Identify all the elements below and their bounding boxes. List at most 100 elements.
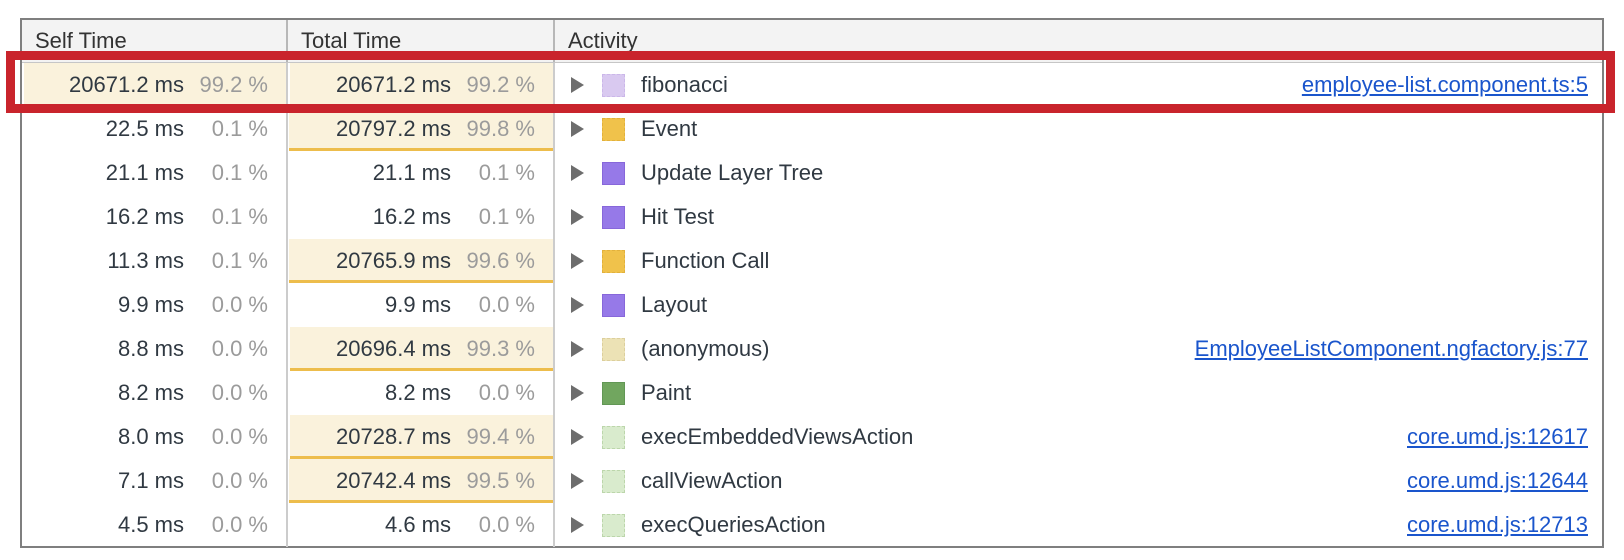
- time-percent-value: 0.1 %: [211, 204, 268, 229]
- category-swatch-icon: [602, 381, 625, 405]
- time-percent-value: 99.2 %: [466, 72, 536, 97]
- column-header-self-time[interactable]: Self Time: [22, 20, 288, 62]
- expand-arrow-icon[interactable]: [571, 165, 584, 181]
- expand-arrow-icon[interactable]: [571, 253, 584, 269]
- expand-arrow-icon[interactable]: [571, 429, 584, 445]
- expand-arrow-icon[interactable]: [571, 297, 584, 313]
- time-percent-value: 0.0 %: [211, 336, 268, 361]
- time-ms-value: 11.3 ms: [107, 248, 184, 273]
- activity-label: execEmbeddedViewsAction: [641, 424, 914, 449]
- category-swatch-icon: [602, 513, 625, 537]
- activity-label: (anonymous): [641, 336, 770, 361]
- activity-cell[interactable]: Layout: [555, 283, 1602, 327]
- activity-label: Paint: [641, 380, 692, 405]
- time-percent-value: 99.4 %: [466, 424, 536, 449]
- time-percent-value: 0.1 %: [211, 160, 268, 185]
- time-ms-value: 4.5 ms: [117, 512, 184, 537]
- category-swatch-icon: [602, 161, 625, 185]
- total-time-cell: 8.2 ms 0.0 %: [288, 371, 555, 415]
- activity-cell[interactable]: (anonymous) EmployeeListComponent.ngfacto…: [555, 327, 1602, 371]
- time-percent-value: 0.0 %: [211, 380, 268, 405]
- time-ms-value: 20742.4 ms: [336, 468, 451, 493]
- activity-cell[interactable]: Update Layer Tree: [555, 151, 1602, 195]
- time-ms-value: 20797.2 ms: [336, 116, 451, 141]
- expand-arrow-icon[interactable]: [571, 341, 584, 357]
- highlight-bar: [289, 239, 553, 283]
- expand-arrow-icon[interactable]: [571, 121, 584, 137]
- activity-label: Event: [641, 116, 698, 141]
- time-percent-value: 99.2 %: [199, 72, 269, 97]
- self-time-cell: 21.1 ms 0.1 %: [22, 151, 288, 195]
- expand-arrow-icon[interactable]: [571, 77, 584, 93]
- table-header-row: Self Time Total Time Activity: [22, 20, 1602, 63]
- time-percent-value: 99.3 %: [466, 336, 536, 361]
- time-percent-value: 0.1 %: [478, 204, 535, 229]
- category-swatch-icon: [602, 249, 625, 273]
- expand-arrow-icon[interactable]: [571, 209, 584, 225]
- time-ms-value: 9.9 ms: [117, 292, 184, 317]
- time-ms-value: 20671.2 ms: [336, 72, 451, 97]
- total-time-cell: 20728.7 ms 99.4 %: [288, 415, 555, 459]
- category-swatch-icon: [602, 469, 625, 493]
- time-ms-value: 21.1 ms: [105, 160, 184, 185]
- column-header-activity[interactable]: Activity: [568, 28, 638, 53]
- time-percent-value: 0.0 %: [211, 512, 268, 537]
- time-ms-value: 8.2 ms: [384, 380, 451, 405]
- source-link[interactable]: core.umd.js:12644: [1407, 468, 1588, 493]
- total-time-cell: 20671.2 ms 99.2 %: [288, 63, 555, 107]
- activity-cell[interactable]: Function Call: [555, 239, 1602, 283]
- activity-cell[interactable]: execEmbeddedViewsAction core.umd.js:12617: [555, 415, 1602, 459]
- activity-cell[interactable]: fibonacci employee-list.component.ts:5: [555, 63, 1602, 107]
- category-swatch-icon: [602, 425, 625, 449]
- activity-cell[interactable]: Event: [555, 107, 1602, 151]
- time-percent-value: 0.0 %: [478, 380, 535, 405]
- activity-label: Update Layer Tree: [641, 160, 824, 185]
- time-percent-value: 0.1 %: [478, 160, 535, 185]
- time-ms-value: 20728.7 ms: [336, 424, 451, 449]
- expand-arrow-icon[interactable]: [571, 385, 584, 401]
- activity-cell[interactable]: Paint: [555, 371, 1602, 415]
- activity-cell[interactable]: Hit Test: [555, 195, 1602, 239]
- time-percent-value: 0.0 %: [211, 292, 268, 317]
- time-percent-value: 0.0 %: [478, 292, 535, 317]
- time-percent-value: 0.1 %: [211, 116, 268, 141]
- expand-arrow-icon[interactable]: [571, 517, 584, 533]
- highlight-bar: [288, 107, 553, 151]
- category-swatch-icon: [602, 73, 625, 97]
- activity-label: fibonacci: [641, 72, 728, 97]
- time-ms-value: 8.8 ms: [117, 336, 184, 361]
- time-ms-value: 16.2 ms: [372, 204, 451, 229]
- highlight-bar: [289, 459, 553, 503]
- category-swatch-icon: [602, 205, 625, 229]
- source-link[interactable]: EmployeeListComponent.ngfactory.js:77: [1194, 336, 1588, 361]
- source-link[interactable]: core.umd.js:12713: [1407, 512, 1588, 537]
- source-link[interactable]: employee-list.component.ts:5: [1301, 72, 1588, 97]
- category-swatch-icon: [602, 337, 625, 361]
- time-ms-value: 8.0 ms: [117, 424, 184, 449]
- source-link[interactable]: core.umd.js:12617: [1407, 424, 1588, 449]
- self-time-cell: 9.9 ms 0.0 %: [22, 283, 288, 327]
- expand-arrow-icon[interactable]: [571, 473, 584, 489]
- column-header-total-time[interactable]: Total Time: [288, 20, 555, 62]
